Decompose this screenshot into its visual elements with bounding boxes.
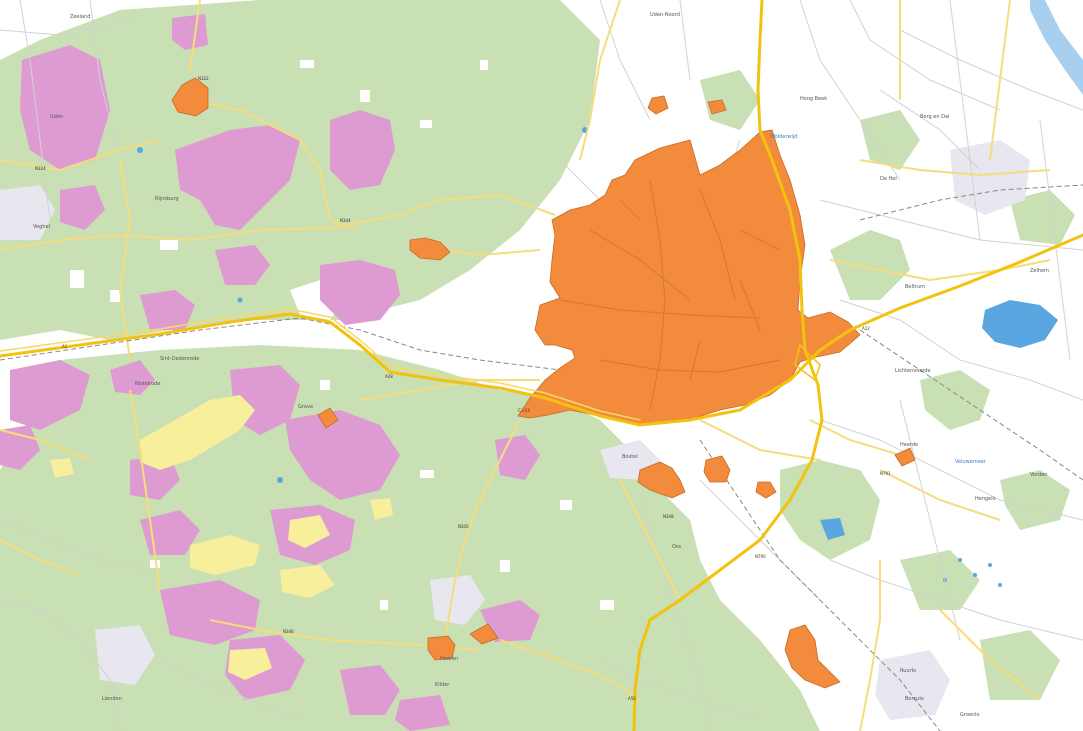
motorway-a1: [0, 308, 641, 421]
railway-layer: [0, 184, 1083, 731]
city-streets: [559, 179, 781, 411]
place-label: Lichtenvoorde: [895, 368, 931, 374]
major-road-layer: [0, 0, 1051, 731]
road-shield: N348: [663, 514, 674, 519]
highlighted-municipality[interactable]: [703, 455, 731, 483]
place-label: Borculo: [905, 696, 924, 702]
place-label: Berg en Dal: [920, 114, 949, 120]
motorway-a1: [0, 233, 1083, 427]
place-label: Hoog Beek: [800, 96, 827, 102]
highlighted-municipality[interactable]: [171, 77, 209, 117]
highlighted-municipality[interactable]: [755, 481, 777, 499]
highlighted-municipality[interactable]: [894, 447, 916, 467]
place-label: Beltrum: [905, 284, 925, 290]
place-label: Lienden: [102, 696, 122, 702]
highlighted-municipality[interactable]: [647, 95, 669, 115]
water-label: Veluwemeer: [955, 459, 987, 465]
place-label: Ruurlo: [900, 668, 916, 674]
place-label: Uden-Noord: [650, 12, 680, 18]
place-label: Vorden: [1030, 472, 1047, 478]
place-label: De Hel: [880, 176, 897, 182]
road-shield: A50: [628, 696, 636, 701]
road-shield: A1: [62, 344, 68, 349]
place-label: Kilder: [435, 682, 450, 688]
place-label: Zeeland: [70, 14, 90, 20]
highlighted-municipality[interactable]: [317, 407, 339, 429]
road-shield: N322: [198, 76, 209, 81]
sand-layer: [50, 395, 393, 680]
place-label: Grave: [298, 404, 313, 410]
road-shield: N346: [283, 629, 294, 634]
highlighted-municipality[interactable]: [469, 623, 499, 645]
place-label: Zelhem: [1030, 268, 1049, 274]
road-shield: A12: [862, 326, 870, 331]
river: [1030, 0, 1083, 95]
place-label: Veghel: [33, 224, 50, 230]
highlight-layer[interactable]: [171, 77, 916, 689]
place-label: Cuijk: [518, 408, 530, 414]
place-label: Groenlo: [960, 712, 980, 718]
highlighted-municipality[interactable]: [409, 237, 451, 261]
place-label: Heerde: [900, 442, 918, 448]
lake: [982, 300, 1058, 348]
water-label: Wolderwijd: [770, 134, 797, 140]
road-shield: N324: [35, 166, 46, 171]
heath-layer: [0, 14, 540, 731]
road-shield: N791: [880, 471, 891, 476]
road-shield: N344: [340, 218, 351, 223]
road-shield: N790: [755, 554, 766, 559]
place-label: Uden: [50, 114, 63, 120]
place-label: Hengelo: [975, 496, 996, 502]
motorway-a50: [632, 0, 824, 731]
lake: [820, 518, 845, 540]
highlighted-municipality[interactable]: [707, 99, 727, 115]
place-label: Rijnsburg: [155, 196, 179, 202]
road-shield: N345: [458, 524, 469, 529]
road-shield: A28: [385, 374, 393, 379]
place-label: Nistelrode: [135, 381, 160, 387]
highlighted-municipality[interactable]: [637, 461, 686, 499]
highlighted-municipality[interactable]: [784, 624, 841, 689]
place-label: Boxtel: [622, 454, 638, 460]
urban-layer: [0, 140, 1030, 720]
place-label: Haaren: [440, 656, 458, 662]
water-layer: [137, 0, 1083, 587]
highlighted-municipality[interactable]: [427, 635, 456, 661]
labels-layer: Zeeland Uden Rijnsburg Veghel Sint-Oeden…: [33, 12, 1049, 718]
place-label: Sint-Oedenrode: [160, 356, 199, 362]
place-label: Oss: [672, 544, 682, 550]
